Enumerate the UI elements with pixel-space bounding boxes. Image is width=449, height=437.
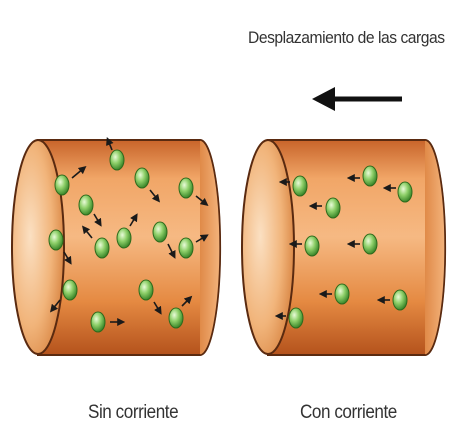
conductor-end-face: [242, 140, 294, 354]
caption-without-current: Sin corriente: [88, 402, 178, 424]
conductor-without-current: [12, 140, 220, 355]
conductor-with-current: [242, 140, 445, 355]
arrow-left-icon: [312, 87, 402, 111]
caption-with-current: Con corriente: [300, 402, 397, 424]
